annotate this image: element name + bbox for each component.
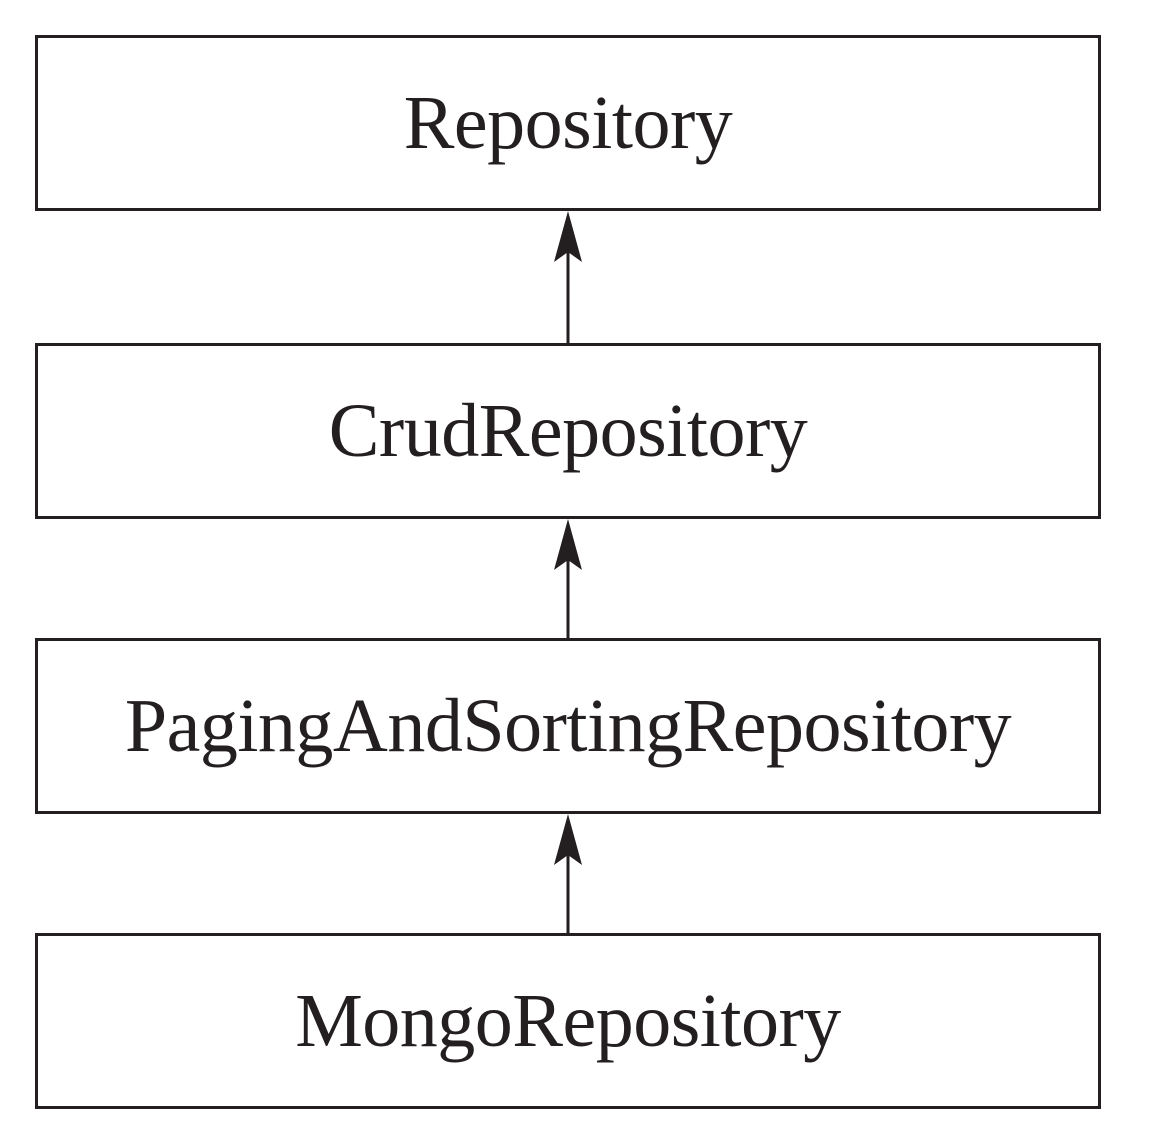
node-label-crud-repository: CrudRepository	[328, 389, 808, 473]
node-label-repository: Repository	[403, 81, 733, 165]
node-mongo-repository: MongoRepository	[35, 933, 1101, 1109]
node-paging-and-sorting-repository: PagingAndSortingRepository	[35, 638, 1101, 814]
node-crud-repository: CrudRepository	[35, 343, 1101, 519]
node-label-paging-and-sorting-repository: PagingAndSortingRepository	[124, 684, 1012, 768]
node-repository: Repository	[35, 35, 1101, 211]
node-label-mongo-repository: MongoRepository	[295, 979, 841, 1063]
